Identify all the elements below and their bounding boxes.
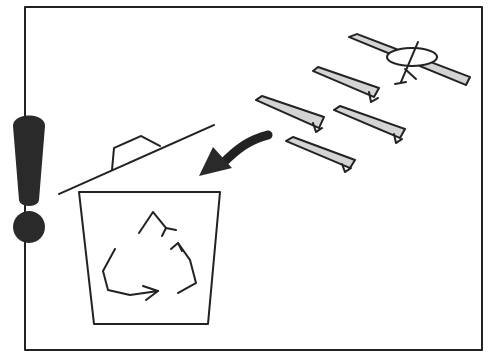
filter-part-icon [285, 136, 356, 173]
filter-part-icon [255, 95, 325, 133]
filter-part-icon [312, 66, 380, 103]
recycle-bin-icon [58, 124, 221, 325]
filter-part-icon [333, 105, 406, 144]
filter-part-icon [348, 33, 471, 86]
curved-arrow-icon [199, 130, 273, 176]
recycle-symbol-icon [102, 211, 197, 301]
warning-exclamation-icon [13, 115, 45, 243]
